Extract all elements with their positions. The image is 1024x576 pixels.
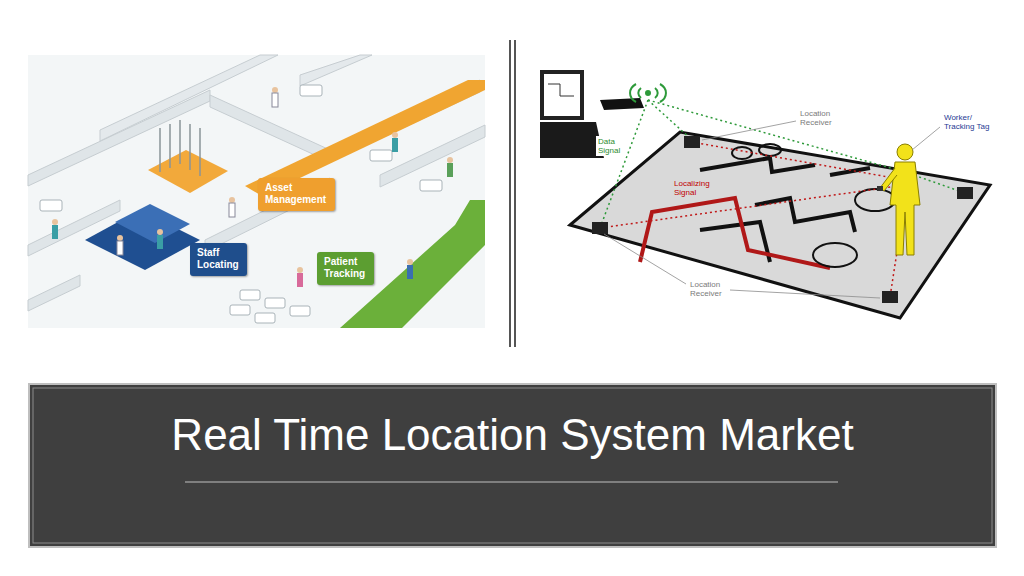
person-head: [52, 219, 58, 225]
wifi-dot: [646, 91, 650, 95]
divider-line: [509, 40, 511, 347]
bed: [40, 200, 62, 211]
person-body: [52, 225, 58, 239]
person-body: [117, 241, 123, 255]
maze-wall: [700, 222, 770, 262]
person-body: [229, 203, 235, 217]
location-receivers: [592, 136, 973, 303]
callout-box: Asset Management: [258, 178, 335, 211]
callout-text: Patient Tracking: [324, 256, 365, 280]
diagram-label: Location Receiver: [688, 279, 724, 299]
maze-wall: [830, 168, 870, 175]
data-signal-line: [600, 100, 648, 228]
worker-figure: [877, 144, 920, 255]
diagram-label: Worker/ Tracking Tag: [942, 112, 1004, 132]
receiver-box: [592, 222, 608, 234]
person-body: [272, 93, 278, 107]
person-body: [157, 235, 163, 249]
laptop-keyboard: [540, 122, 604, 158]
wifi-arc: [660, 84, 666, 102]
person-head: [447, 157, 453, 163]
person-head: [392, 132, 398, 138]
iv-stand: [179, 120, 181, 164]
bed: [300, 85, 322, 96]
hospital-floor: [28, 55, 485, 328]
screen-graphic: [548, 84, 574, 96]
callout-box: Staff Locating: [190, 243, 247, 276]
title-underline: [185, 481, 838, 482]
bed: [420, 180, 442, 191]
wifi-symbol: [630, 84, 666, 102]
data-signal-line: [648, 100, 692, 140]
wall: [28, 275, 80, 311]
title-band: [29, 384, 996, 547]
laptop-screen: [540, 70, 584, 120]
floor-circle: [732, 147, 752, 159]
bed: [230, 305, 250, 315]
wall: [300, 55, 372, 86]
iv-stand: [159, 128, 161, 172]
leader-line: [730, 290, 880, 298]
callout-text: Asset Management: [265, 182, 326, 206]
page-title: Real Time Location System Market: [29, 409, 996, 462]
beds: [40, 85, 442, 323]
diagram-label: Localizing Signal: [672, 178, 712, 198]
iv-stand: [199, 128, 201, 176]
floor-circle: [855, 189, 895, 211]
staff-area-light: [115, 204, 190, 243]
diagram-label: Location Receiver: [798, 108, 834, 128]
person-head: [297, 267, 303, 273]
wall: [210, 95, 330, 162]
receiver-box: [684, 136, 700, 148]
person-head: [157, 229, 163, 235]
leader-line: [702, 121, 796, 140]
people: [52, 87, 453, 287]
person-body: [407, 265, 413, 279]
callout-text: Staff Locating: [197, 247, 239, 271]
localizing-signal-line: [692, 142, 905, 180]
wifi-arc: [655, 88, 658, 98]
person-head: [229, 197, 235, 203]
wall: [100, 55, 278, 141]
leader-line: [912, 127, 940, 150]
wifi-arc: [638, 88, 641, 98]
person-body: [447, 163, 453, 177]
person-head: [407, 259, 413, 265]
iv-stands: [160, 120, 200, 176]
laptop-display: [544, 74, 580, 116]
receiver-box: [957, 187, 973, 199]
wall: [380, 125, 485, 187]
signal-lines: [600, 100, 965, 297]
receiver-box: [882, 291, 898, 303]
floor-plan: [570, 132, 990, 318]
worker-head: [897, 144, 913, 160]
person-head: [117, 235, 123, 241]
person-body: [392, 138, 398, 152]
divider-line: [514, 40, 516, 347]
person-head: [272, 87, 278, 93]
leader-line: [604, 234, 686, 284]
localizing-signal-line: [600, 185, 905, 228]
maze-wall: [700, 158, 815, 172]
diagram-label: Data Signal: [596, 136, 622, 156]
iv-stand: [189, 124, 191, 170]
data-signal-line: [648, 100, 905, 172]
person-body: [297, 273, 303, 287]
bed: [290, 306, 310, 316]
iv-stand: [169, 124, 171, 168]
floor-circle: [813, 243, 857, 267]
tracking-tag: [877, 186, 883, 191]
bed: [240, 290, 260, 300]
wifi-arc: [630, 84, 636, 102]
receiver-hub: [600, 98, 644, 110]
bed: [370, 150, 392, 161]
callout-box: Patient Tracking: [317, 252, 374, 285]
bed: [255, 313, 275, 323]
leader-lines: [604, 121, 940, 298]
maze-wall: [755, 198, 855, 232]
bed: [265, 298, 285, 308]
